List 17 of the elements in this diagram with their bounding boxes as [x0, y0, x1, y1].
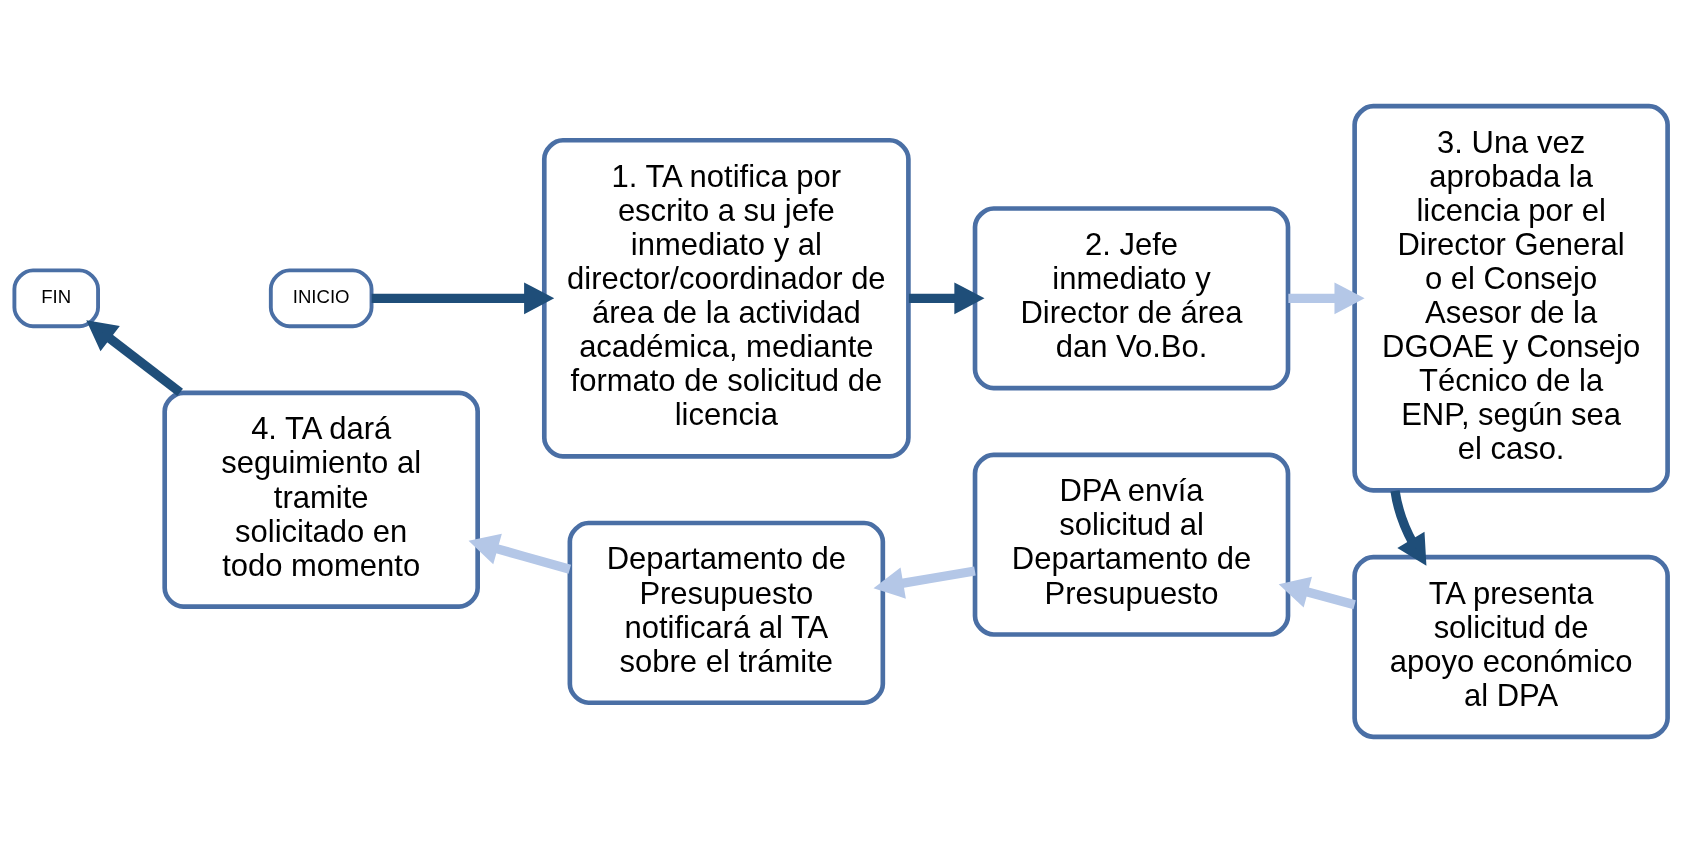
arrow	[1390, 489, 1427, 566]
arrow	[908, 282, 985, 314]
arrow	[468, 533, 572, 574]
arrow	[873, 565, 976, 599]
arrow	[1278, 576, 1356, 609]
node-box: 1. TA notifica por escrito a su jefe inmediato y al director/coordinador de área de la actividad académica, mediante formato de solicitud de licencia	[541, 137, 911, 459]
arrow	[86, 319, 183, 396]
arrow	[1288, 282, 1365, 314]
node-box: FIN	[12, 268, 100, 328]
node-box: 2. Jefe inmediato y Director de área dan Vo.Bo.	[972, 205, 1291, 390]
arrow	[371, 282, 555, 314]
node-box: 4. TA dará seguimiento al tramite solicitado en todo momento	[162, 390, 480, 609]
node-box: TA presenta solicitud de apoyo económico al DPA	[1352, 554, 1670, 739]
node-box: INICIO	[268, 268, 374, 328]
node-box: Departamento de Presupuesto notificará al TA sobre el trámite	[567, 520, 886, 705]
node-box: DPA envía solicitud al Departamento de Presupuesto	[972, 452, 1291, 637]
node-box: 3. Una vez aprobada la licencia por el Director General o el Consejo Asesor de la DGOAE y Consejo Técnico de la ENP, según sea el caso.	[1352, 103, 1670, 493]
